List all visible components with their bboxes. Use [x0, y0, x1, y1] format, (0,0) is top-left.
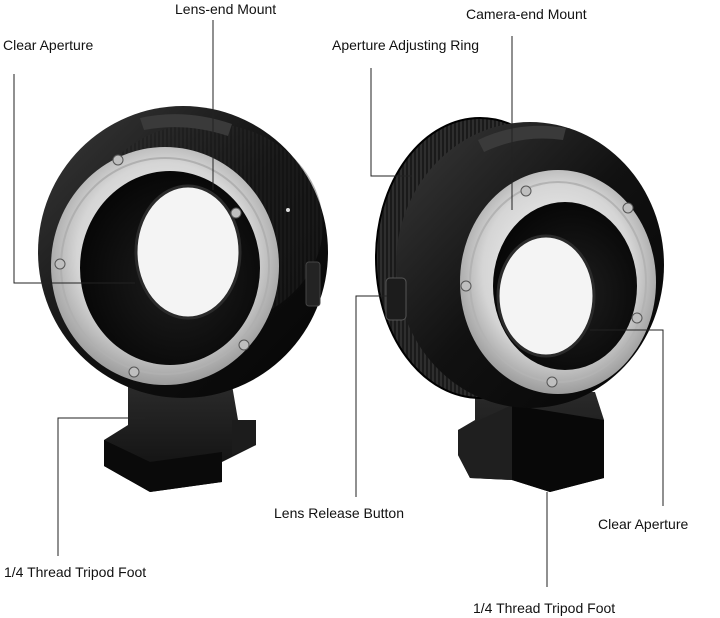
left-tripod-foot: [104, 385, 256, 492]
label-camera-end-mount: Camera-end Mount: [466, 6, 587, 22]
label-clear-aperture-left: Clear Aperture: [3, 37, 94, 53]
left-brand-plate: [140, 114, 232, 136]
leader-clear-aperture-left: [13, 74, 135, 284]
right-screws: [460, 185, 643, 388]
leader-lines: [13, 20, 664, 587]
leader-clear-aperture-right: [590, 329, 664, 506]
right-adapter: [375, 117, 664, 492]
left-side-switch: [305, 261, 321, 307]
label-lens-release-button: Lens Release Button: [274, 505, 404, 521]
left-through-hole: [136, 186, 240, 318]
left-adapter: [38, 106, 328, 492]
right-brand-plate: [478, 125, 566, 152]
label-lens-end-mount: Lens-end Mount: [175, 1, 277, 17]
right-tripod-foot: [458, 392, 604, 492]
label-aperture-adjusting-ring: Aperture Adjusting Ring: [332, 37, 480, 53]
leader-tripod-foot-left: [57, 417, 145, 556]
leader-lens-release-button: [355, 295, 387, 497]
label-clear-aperture-right: Clear Aperture: [598, 516, 689, 532]
right-lens-release-button: [385, 277, 407, 321]
leader-aperture-adjusting-ring: [370, 68, 412, 177]
label-tripod-foot-left: 1/4 Thread Tripod Foot: [4, 564, 147, 580]
label-tripod-foot-right: 1/4 Thread Tripod Foot: [473, 600, 616, 616]
left-screws: [54, 154, 250, 378]
right-through-hole: [498, 236, 594, 356]
